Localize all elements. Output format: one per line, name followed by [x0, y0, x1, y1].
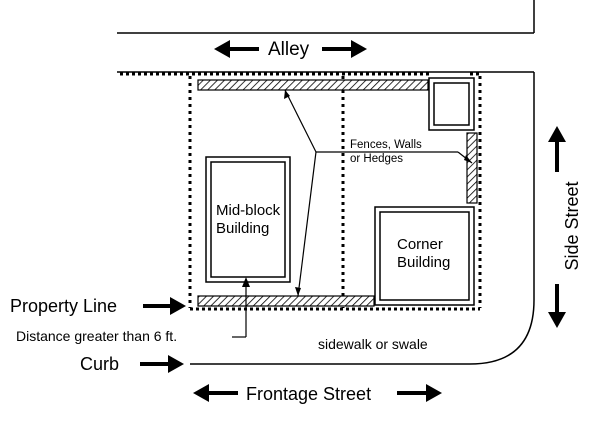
callout-to-bottom-fence [297, 151, 317, 297]
accessory-building-inner [433, 82, 470, 126]
mid-block-label-line-2: Building [216, 220, 270, 237]
callout-arrowhead-top [284, 90, 290, 99]
fences-label-line-1: Fences, Walls [350, 139, 422, 151]
side-street-label: Side Street [562, 181, 582, 271]
fences-label: Fences, Walls or Hedges [350, 138, 422, 166]
mid-block-label-line-1: Mid-block [216, 202, 281, 219]
fence-bottom [197, 295, 375, 307]
side-street-up-arrow-head [548, 126, 566, 142]
fence-side [466, 132, 478, 204]
frontage-street-label: Frontage Street [246, 384, 372, 404]
callout-to-top-fence [284, 89, 317, 153]
mid-block-building-label: Mid-block Building [216, 202, 280, 238]
curb-label: Curb [80, 354, 120, 374]
curb-line [190, 72, 535, 365]
corner-building-inner [379, 211, 470, 301]
sidewalk-label: sidewalk or swale [318, 336, 428, 352]
side-street-down-arrow-head [548, 312, 566, 328]
fences-label-line-2: or Hedges [350, 153, 404, 165]
alley-right-arrow-head [351, 40, 367, 58]
callout-arrowhead-side [464, 155, 472, 163]
corner-label-line-2: Building [397, 254, 451, 271]
curb-arrow-head [168, 355, 184, 373]
distance-arrowhead [242, 277, 250, 287]
frontage-left-arrow-head [193, 384, 209, 402]
callout-arrowhead-bottom [295, 287, 301, 296]
property-line-arrow-head [170, 297, 186, 315]
property-line-label: Property Line [10, 296, 118, 316]
alley-left-arrow-head [214, 40, 230, 58]
corner-building-label: Corner Building [397, 236, 450, 272]
fence-top [197, 79, 429, 91]
mid-block-building-inner [210, 161, 286, 278]
corner-label-line-1: Corner [397, 236, 443, 253]
frontage-right-arrow-head [426, 384, 442, 402]
alley-label: Alley [268, 39, 310, 60]
distance-label: Distance greater than 6 ft. [16, 328, 178, 344]
